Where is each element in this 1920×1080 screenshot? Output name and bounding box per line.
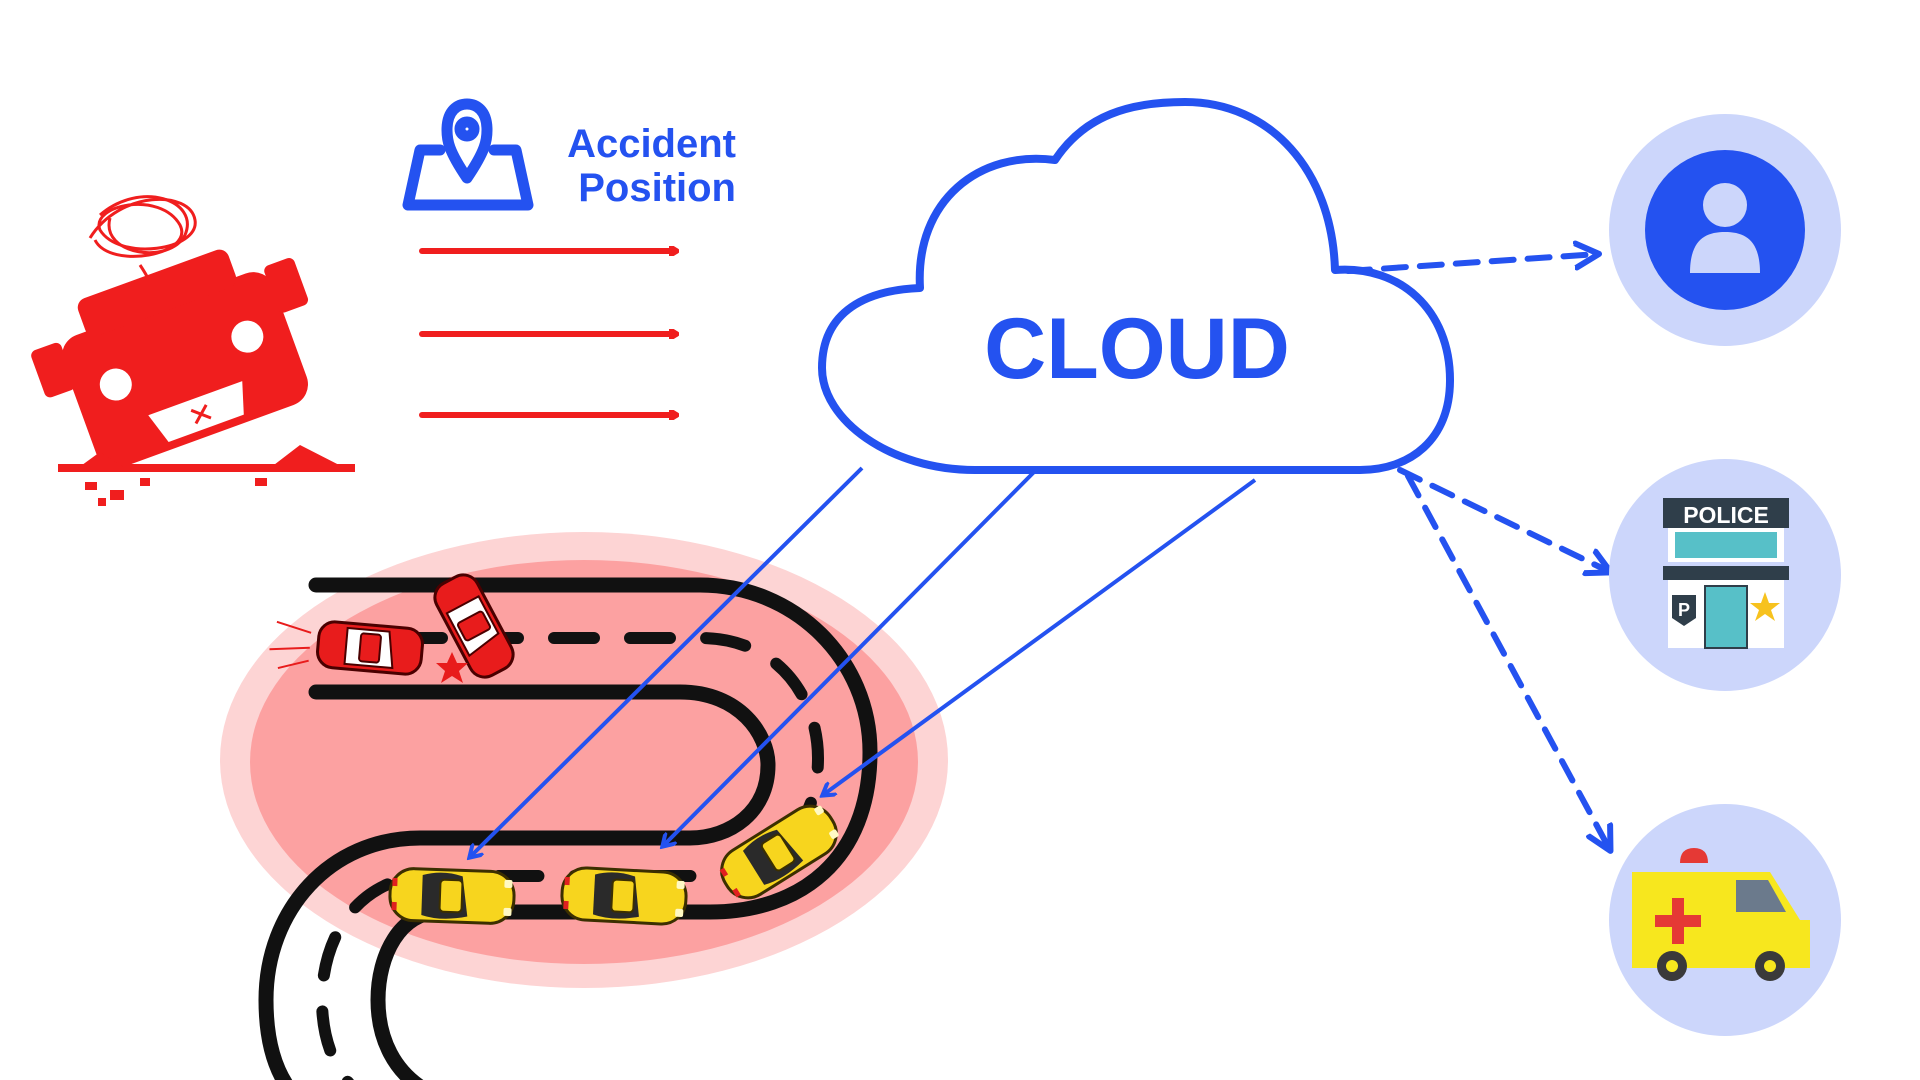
taxi-1 bbox=[387, 866, 517, 926]
taxi-2 bbox=[559, 865, 689, 927]
overturned-car-icon bbox=[31, 195, 355, 506]
police-station-icon: POLICE P bbox=[1663, 498, 1789, 649]
cloud-label: CLOUD bbox=[984, 301, 1290, 397]
police-recipient: POLICE P bbox=[1609, 459, 1841, 691]
position-data-arrows bbox=[419, 251, 679, 415]
parking-letter: P bbox=[1678, 600, 1690, 620]
collision-cars bbox=[269, 567, 521, 685]
user-icon bbox=[1690, 183, 1760, 273]
accident-label-line1: Accident bbox=[567, 122, 736, 166]
police-sign: POLICE bbox=[1683, 502, 1769, 528]
cloud-shape: CLOUD bbox=[818, 98, 1454, 474]
accident-label-line2: Position bbox=[578, 166, 736, 210]
ambulance-recipient bbox=[1609, 804, 1841, 1036]
user-recipient bbox=[1609, 114, 1841, 346]
location-pin-icon bbox=[402, 98, 534, 211]
notification-arrows bbox=[1345, 254, 1610, 850]
accident-position-label: Accident Position bbox=[526, 122, 736, 210]
winding-road bbox=[258, 577, 878, 1080]
broadcast-arrows bbox=[470, 466, 1257, 857]
ambulance-icon bbox=[1632, 848, 1810, 981]
